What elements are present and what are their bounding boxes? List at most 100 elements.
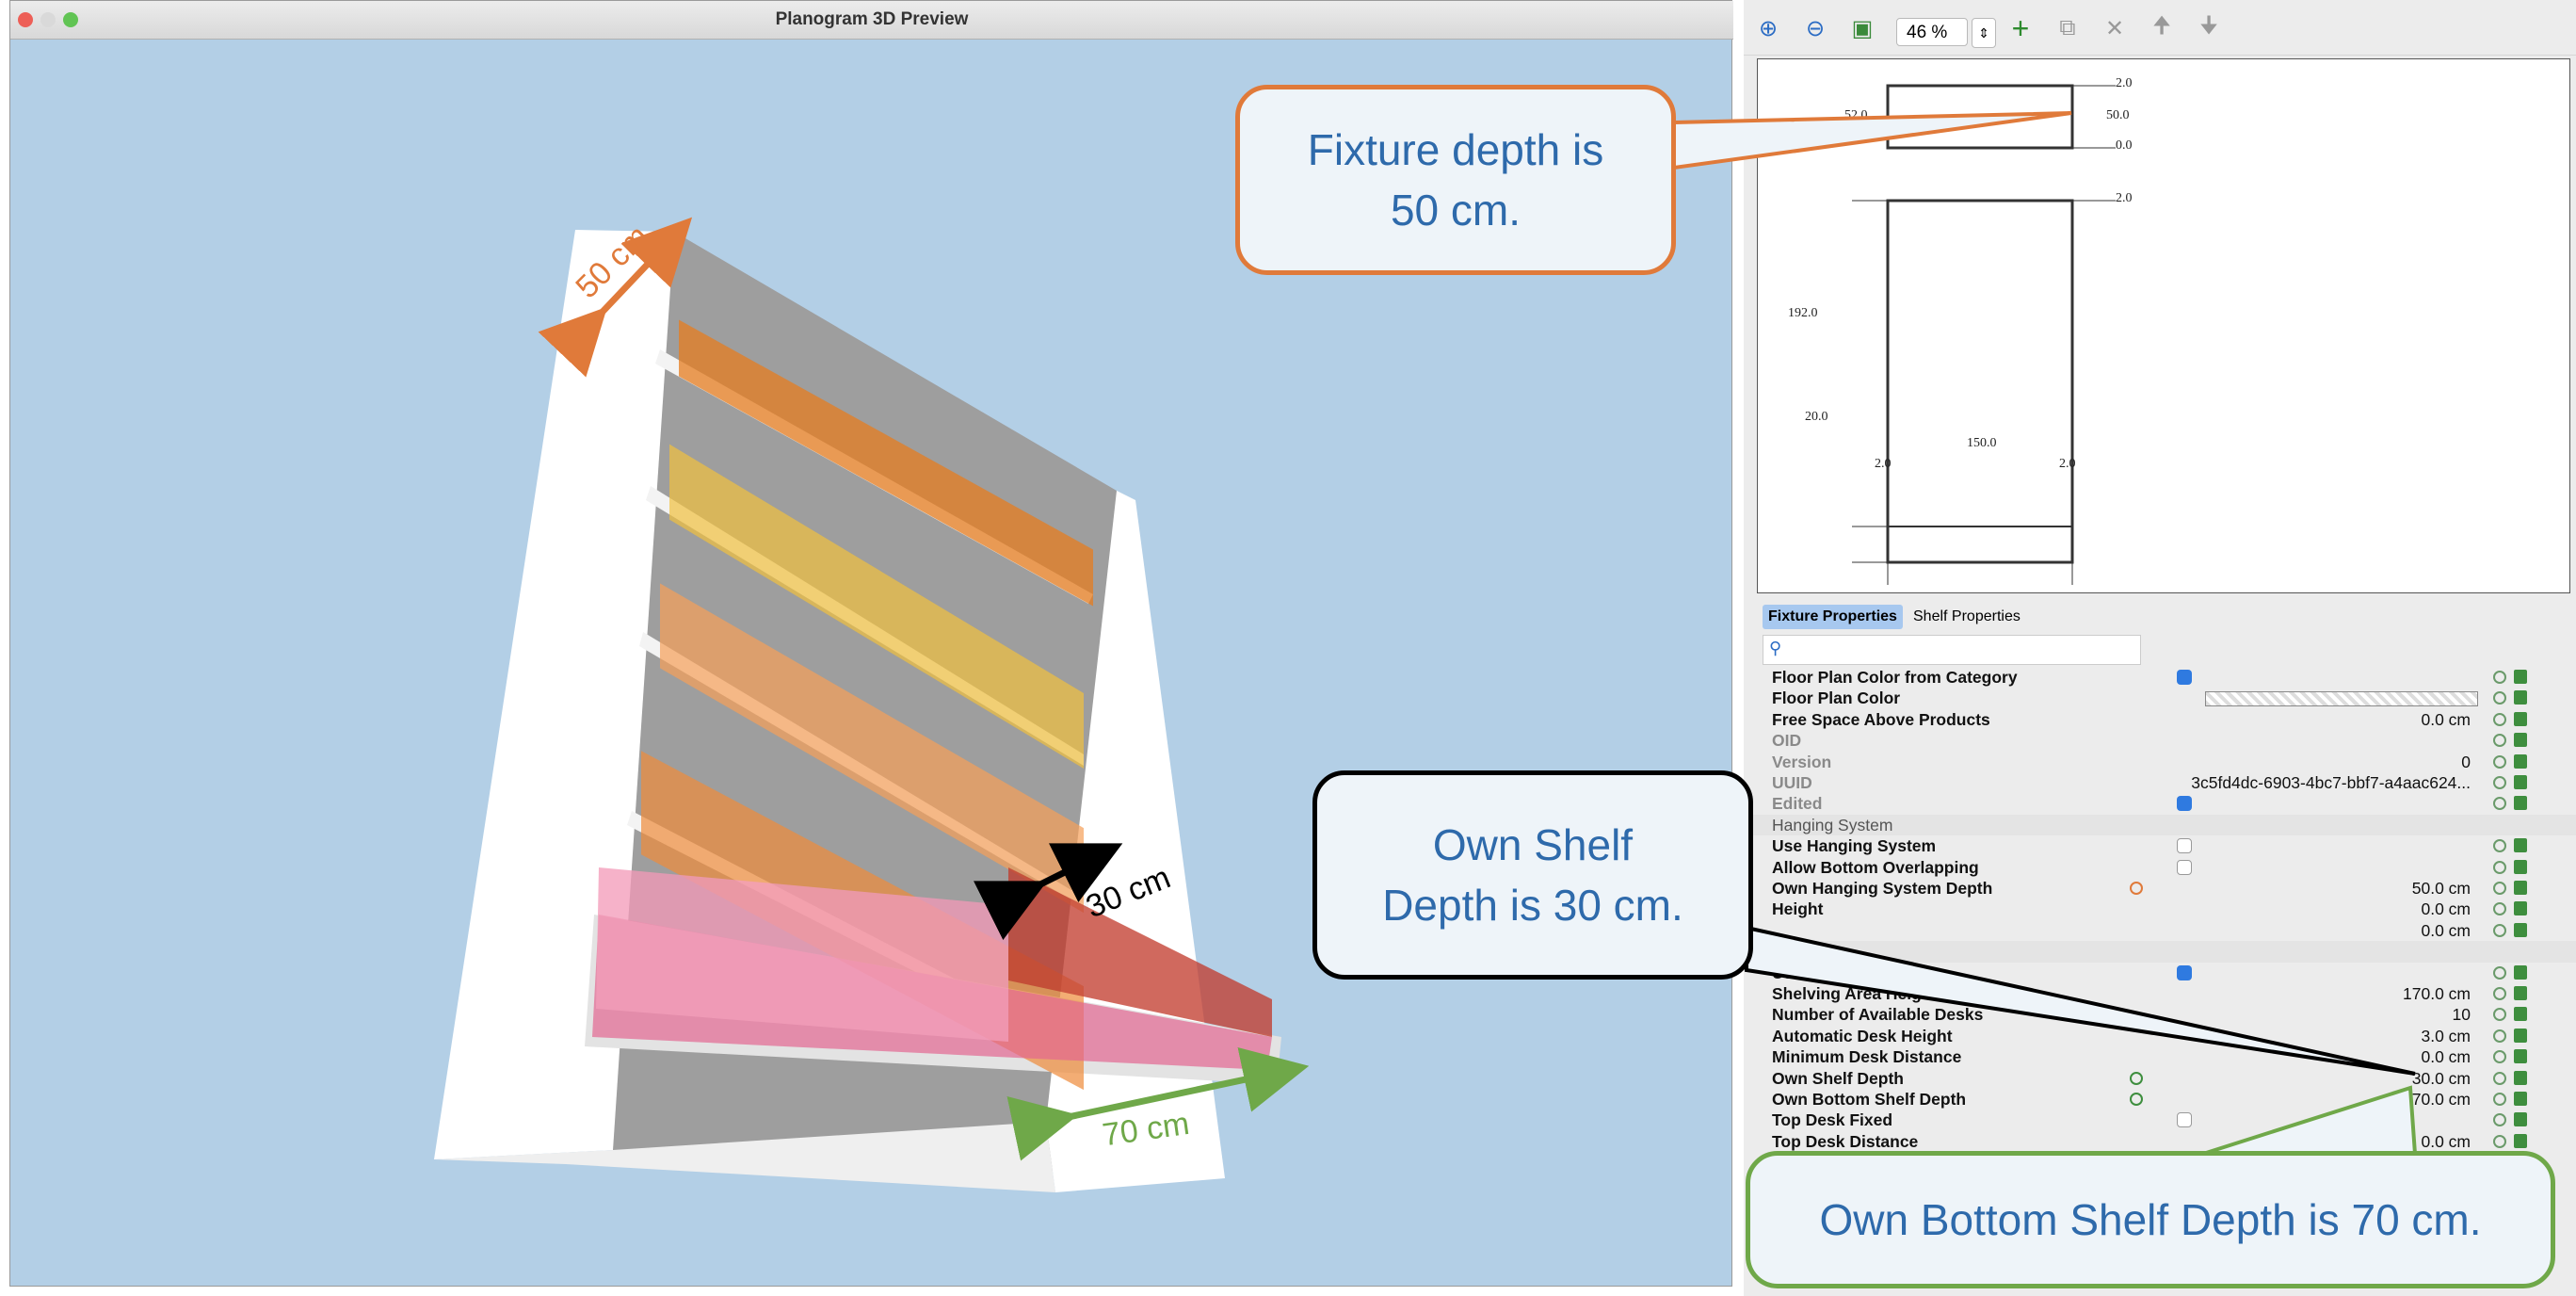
property-row[interactable]: 0.0 cm bbox=[1772, 920, 2544, 941]
edit-icon[interactable] bbox=[2514, 964, 2527, 980]
edit-icon[interactable] bbox=[2514, 690, 2527, 705]
property-value[interactable]: 170.0 cm bbox=[2403, 984, 2471, 1003]
property-value[interactable]: 0.0 cm bbox=[2421, 920, 2471, 940]
property-value[interactable]: 50.0 cm bbox=[2411, 879, 2471, 898]
edit-icon[interactable] bbox=[2514, 986, 2527, 1000]
edit-icon[interactable] bbox=[2514, 1133, 2527, 1148]
zoom-out-icon[interactable]: ⊖ bbox=[1805, 15, 1826, 41]
reset-icon[interactable] bbox=[2493, 1050, 2506, 1064]
fit-to-view-icon[interactable]: ▣ bbox=[1851, 15, 1874, 41]
property-value[interactable]: 0.0 cm bbox=[2421, 1047, 2471, 1067]
edit-icon[interactable] bbox=[2514, 1112, 2527, 1127]
override-icon[interactable] bbox=[2130, 882, 2143, 895]
add-icon[interactable]: + bbox=[2011, 10, 2030, 45]
color-swatch[interactable] bbox=[2205, 691, 2478, 707]
property-value[interactable]: 0.0 cm bbox=[2421, 899, 2471, 919]
reset-icon[interactable] bbox=[2493, 691, 2506, 705]
edit-icon[interactable] bbox=[2514, 1049, 2527, 1064]
property-search-input[interactable]: ⚲ bbox=[1763, 635, 2141, 665]
inherit-icon[interactable] bbox=[2130, 1071, 2143, 1085]
reset-icon[interactable] bbox=[2493, 839, 2506, 853]
property-value[interactable]: 10 bbox=[2452, 1005, 2471, 1025]
reset-icon[interactable] bbox=[2493, 987, 2506, 1000]
reset-icon[interactable] bbox=[2493, 1071, 2506, 1085]
edit-icon[interactable] bbox=[2514, 711, 2527, 726]
delete-icon[interactable]: ✕ bbox=[2104, 15, 2125, 41]
edit-icon[interactable] bbox=[2514, 881, 2527, 895]
edit-icon[interactable] bbox=[2514, 1092, 2527, 1106]
reset-icon[interactable] bbox=[2493, 776, 2506, 789]
property-checkbox[interactable] bbox=[2177, 670, 2192, 685]
reset-icon[interactable] bbox=[2493, 902, 2506, 916]
property-row[interactable]: Use Hanging System bbox=[1772, 835, 2544, 856]
edit-icon[interactable] bbox=[2514, 1028, 2527, 1043]
property-value[interactable]: 3.0 cm bbox=[2421, 1026, 2471, 1045]
property-group-header[interactable] bbox=[1744, 941, 2576, 963]
edit-icon[interactable] bbox=[2514, 733, 2527, 748]
property-value[interactable]: 70.0 cm bbox=[2411, 1090, 2471, 1109]
edit-icon[interactable] bbox=[2514, 838, 2527, 853]
tab-fixture-properties[interactable]: Fixture Properties bbox=[1763, 605, 1903, 629]
window-titlebar[interactable]: Planogram 3D Preview bbox=[10, 1, 1733, 40]
reset-icon[interactable] bbox=[2493, 882, 2506, 895]
property-row[interactable]: Edited bbox=[1772, 793, 2544, 814]
reset-icon[interactable] bbox=[2493, 797, 2506, 811]
edit-icon[interactable] bbox=[2514, 1070, 2527, 1085]
tab-shelf-properties[interactable]: Shelf Properties bbox=[1913, 608, 2021, 624]
reset-icon[interactable] bbox=[2493, 923, 2506, 937]
edit-icon[interactable] bbox=[2514, 922, 2527, 937]
property-checkbox[interactable] bbox=[2177, 1112, 2192, 1128]
property-row[interactable]: Floor Plan Color bbox=[1772, 688, 2544, 708]
zoom-window-button[interactable] bbox=[63, 12, 78, 27]
reset-icon[interactable] bbox=[2493, 1113, 2506, 1127]
edit-icon[interactable] bbox=[2514, 753, 2527, 769]
edit-icon[interactable] bbox=[2514, 859, 2527, 874]
copy-icon[interactable]: ⧉ bbox=[2059, 15, 2076, 40]
property-row[interactable]: Allow Bottom Overlapping bbox=[1772, 857, 2544, 878]
reset-icon[interactable] bbox=[2493, 1134, 2506, 1148]
property-row[interactable]: Floor Plan Color from Category bbox=[1772, 667, 2544, 688]
zoom-stepper[interactable]: ⇕ bbox=[1972, 18, 1996, 48]
reset-icon[interactable] bbox=[2493, 754, 2506, 769]
property-checkbox[interactable] bbox=[2177, 964, 2192, 980]
property-value[interactable]: 30.0 cm bbox=[2411, 1068, 2471, 1088]
edit-icon[interactable] bbox=[2514, 796, 2527, 811]
property-checkbox[interactable] bbox=[2177, 838, 2192, 854]
minimize-window-button[interactable] bbox=[40, 12, 56, 27]
reset-icon[interactable] bbox=[2493, 734, 2506, 748]
move-down-icon[interactable]: 🠋 bbox=[2199, 12, 2218, 39]
edit-icon[interactable] bbox=[2514, 670, 2527, 684]
property-value[interactable]: 0.0 cm bbox=[2421, 1131, 2471, 1151]
reset-icon[interactable] bbox=[2493, 671, 2506, 684]
reset-icon[interactable] bbox=[2493, 1008, 2506, 1022]
property-group-header[interactable]: Hanging System bbox=[1744, 814, 2576, 836]
property-row[interactable]: Top Desk Fixed bbox=[1772, 1110, 2544, 1130]
property-row[interactable]: OID bbox=[1772, 730, 2544, 751]
zoom-level-field[interactable]: 46 % bbox=[1896, 18, 1968, 46]
zoom-in-icon[interactable]: ⊕ bbox=[1758, 15, 1779, 41]
reset-icon[interactable] bbox=[2493, 1093, 2506, 1106]
edit-icon[interactable] bbox=[2514, 1007, 2527, 1022]
reset-icon[interactable] bbox=[2493, 965, 2506, 980]
reset-icon[interactable] bbox=[2493, 860, 2506, 874]
fixture-2d-drawing[interactable]: 2.0 52.0 50.0 0.0 2.0 192.0 20.0 150.0 2… bbox=[1757, 58, 2570, 593]
property-checkbox[interactable] bbox=[2177, 859, 2192, 875]
reset-icon[interactable] bbox=[2493, 1029, 2506, 1043]
property-value[interactable]: 0.0 cm bbox=[2421, 709, 2471, 729]
edit-icon[interactable] bbox=[2514, 901, 2527, 916]
3d-fixture-view[interactable]: 50 cm 30 cm 70 cm bbox=[10, 39, 1733, 1288]
property-value[interactable]: 0 bbox=[2461, 752, 2471, 771]
move-up-icon[interactable]: 🠉 bbox=[2152, 12, 2171, 39]
property-checkbox[interactable] bbox=[2177, 796, 2192, 812]
